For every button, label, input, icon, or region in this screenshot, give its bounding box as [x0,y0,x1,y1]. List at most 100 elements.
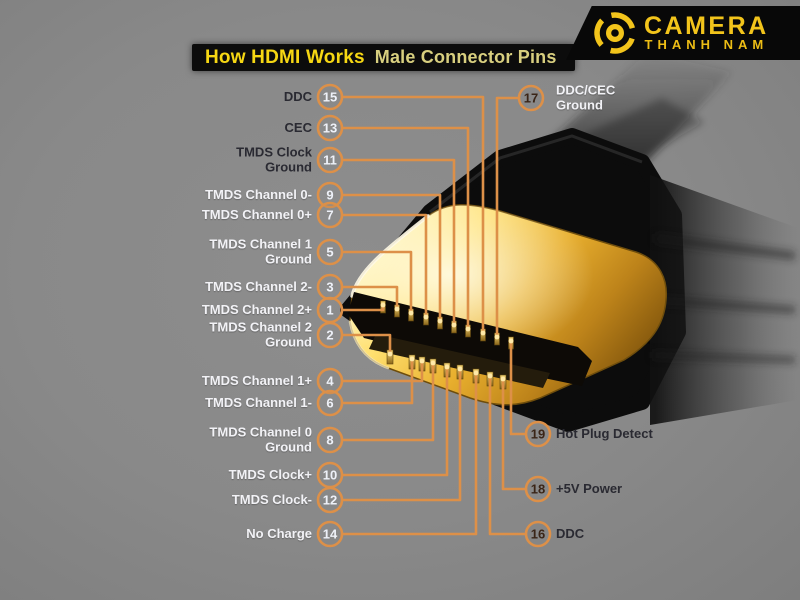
brand-logo: CAMERA THANH NAM [566,6,800,60]
pin-label-12: TMDS Clock- [231,491,312,507]
pin-number-badge-15 [316,83,344,111]
pin-number-13: 13 [323,121,337,136]
title-highlight: How HDMI Works [205,46,365,68]
pin-number-badge-13 [316,114,344,142]
pin-number-badge-4 [316,367,344,395]
pin-number-5: 5 [326,245,333,260]
pin-number-19: 19 [531,427,545,442]
pin-label-15: DDC [283,88,312,104]
pin-number-3: 3 [326,280,333,295]
pin-label-1: TMDS Channel 2+ [201,301,312,317]
pin-label-16: DDC [556,525,585,541]
pin-number-17: 17 [524,91,538,106]
cable-blur-right [650,175,798,425]
brand-logo-text: CAMERA THANH NAM [644,14,769,52]
pin-number-6: 6 [326,396,333,411]
pin-number-badge-5 [316,238,344,266]
leader-line-16 [488,374,526,536]
pin-number-8: 8 [326,433,333,448]
leader-line-18 [501,377,526,491]
pin-dot-18 [500,376,506,382]
brand-subname: THANH NAM [644,37,769,52]
pin-label-18: +5V Power [556,480,623,496]
pin-dot-7 [423,314,429,320]
pin-label-10: TMDS Clock+ [228,466,312,482]
pin-number-14: 14 [323,527,338,542]
pin-number-badge-18 [524,475,552,503]
leader-line-13 [342,126,470,327]
pin-label-8: TMDS Channel 0 Ground [209,424,312,454]
pin-label-5: TMDS Channel 1 Ground [209,236,312,266]
title-rest: Male Connector Pins [374,47,557,67]
pin-dot-14 [473,370,479,376]
pin-label-13: CEC [284,119,312,135]
pin-number-2: 2 [326,328,333,343]
pin-dot-3 [394,306,400,312]
leader-line-3 [342,285,399,307]
pin-label-17: DDC/CEC Ground [556,82,616,112]
leader-line-8 [342,361,435,442]
pin-number-badge-17 [517,84,545,112]
pin-number-10: 10 [323,468,337,483]
pin-number-badge-12 [316,486,344,514]
pin-number-1: 1 [326,303,333,318]
pin-number-badge-9 [316,181,344,209]
pin-number-badge-8 [316,426,344,454]
leader-line-14 [342,371,478,536]
pin-label-2: TMDS Channel 2 Ground [209,319,312,349]
pin-dot-1 [380,302,386,308]
leader-line-11 [342,158,456,323]
pin-dot-13 [465,326,471,332]
leader-line-5 [342,250,413,311]
pin-number-16: 16 [531,527,545,542]
pin-dot-16 [487,373,493,379]
pin-dot-12 [457,366,463,372]
pin-label-6: TMDS Channel 1- [205,394,312,410]
pin-number-12: 12 [323,493,337,508]
leader-line-17 [495,96,519,335]
leader-line-2 [342,333,392,352]
pin-number-9: 9 [326,188,333,203]
pin-label-14: No Charge [246,525,312,541]
leader-line-7 [342,213,428,315]
pin-number-badge-6 [316,389,344,417]
pin-number-18: 18 [531,482,545,497]
pin-dot-11 [451,322,457,328]
pin-number-7: 7 [326,208,333,223]
pin-number-badge-7 [316,201,344,229]
pin-label-19: Hot Plug Detect [556,425,653,441]
leader-line-12 [342,367,462,502]
pin-number-badge-11 [316,146,344,174]
pin-dot-5 [408,310,414,316]
pin-number-badge-19 [524,420,552,448]
pin-number-badge-16 [524,520,552,548]
camera-aperture-icon [594,12,636,54]
leader-line-4 [342,359,424,383]
pin-label-7: TMDS Channel 0+ [201,206,312,222]
leader-line-15 [342,95,485,331]
leader-line-9 [342,193,442,319]
pin-label-3: TMDS Channel 2- [205,278,312,294]
pin-dot-17 [494,334,500,340]
pin-number-15: 15 [323,90,337,105]
brand-name: CAMERA [644,12,769,40]
pin-label-11: TMDS Clock Ground [236,144,312,174]
pin-number-badge-14 [316,520,344,548]
leader-line-19 [509,339,526,436]
pin-label-9: TMDS Channel 0- [205,186,312,202]
leader-line-10 [342,365,449,477]
title-bar: How HDMI Works Male Connector Pins [192,44,575,71]
pin-dot-19 [508,338,514,344]
pin-dot-4 [419,358,425,364]
pin-dot-8 [430,360,436,366]
pin-dot-15 [480,330,486,336]
pin-number-4: 4 [326,374,334,389]
pin-number-badge-2 [316,321,344,349]
pin-dot-2 [387,351,393,357]
pin-number-11: 11 [323,153,337,168]
pin-label-4: TMDS Channel 1+ [201,372,312,388]
pin-dot-9 [437,318,443,324]
